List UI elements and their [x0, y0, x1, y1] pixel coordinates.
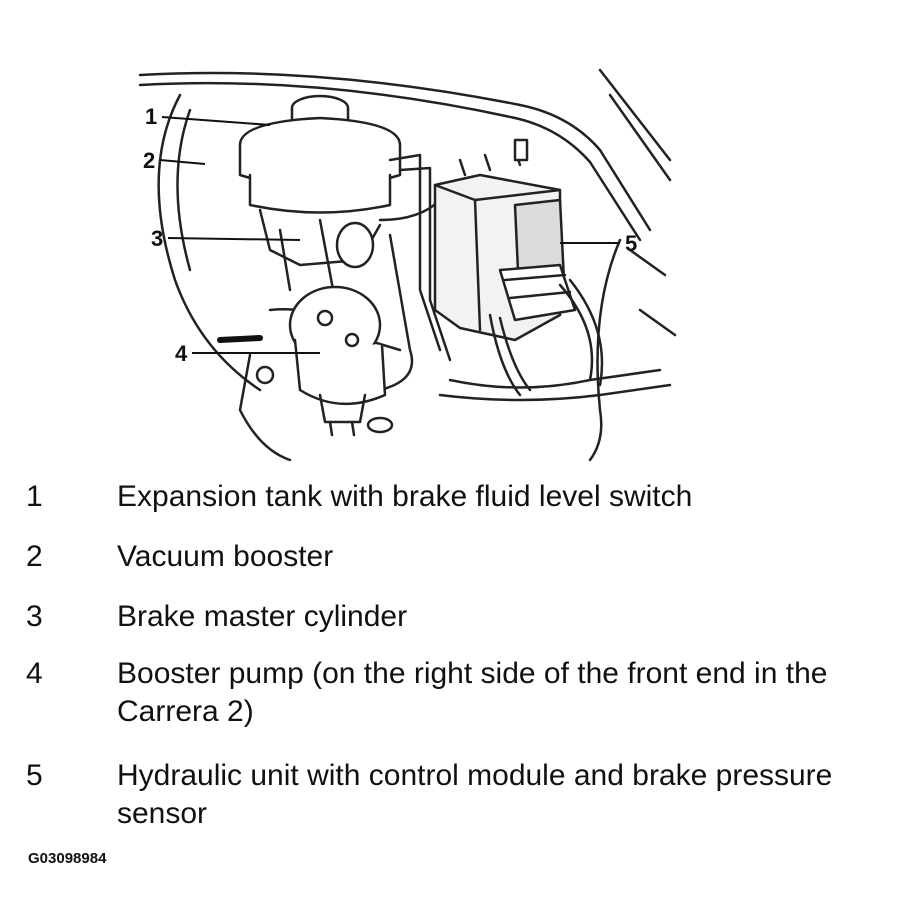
legend-text: Expansion tank with brake fluid level sw… [117, 480, 693, 513]
callout-1: 1 [145, 104, 157, 129]
callout-5: 5 [625, 231, 637, 256]
callout-4: 4 [175, 341, 188, 366]
callout-leader-1 [161, 116, 271, 126]
expansion-tank [238, 94, 402, 214]
legend-text: Booster pump (on the right side of the f… [117, 657, 828, 728]
booster-pump [288, 285, 387, 437]
legend-number: 4 [26, 657, 43, 690]
callout-leader-2 [159, 159, 206, 165]
callout-2: 2 [143, 148, 155, 173]
legend-text: Vacuum booster [117, 540, 334, 573]
callout-leader-3 [167, 237, 301, 241]
legend-number: 2 [26, 540, 43, 573]
legend-number: 5 [26, 759, 43, 792]
hydraulic-unit [433, 138, 577, 342]
figure-id: G03098984 [28, 850, 107, 867]
vacuum-booster [157, 93, 262, 392]
brake-system-illustration: 1 2 3 4 5 [138, 68, 677, 462]
legend-number: 3 [26, 600, 43, 633]
callout-3: 3 [151, 226, 163, 251]
legend-number: 1 [26, 480, 43, 513]
legend-text: Brake master cylinder [117, 600, 408, 633]
master-cylinder [258, 208, 382, 302]
legend-text: Hydraulic unit with control module and b… [117, 759, 833, 830]
